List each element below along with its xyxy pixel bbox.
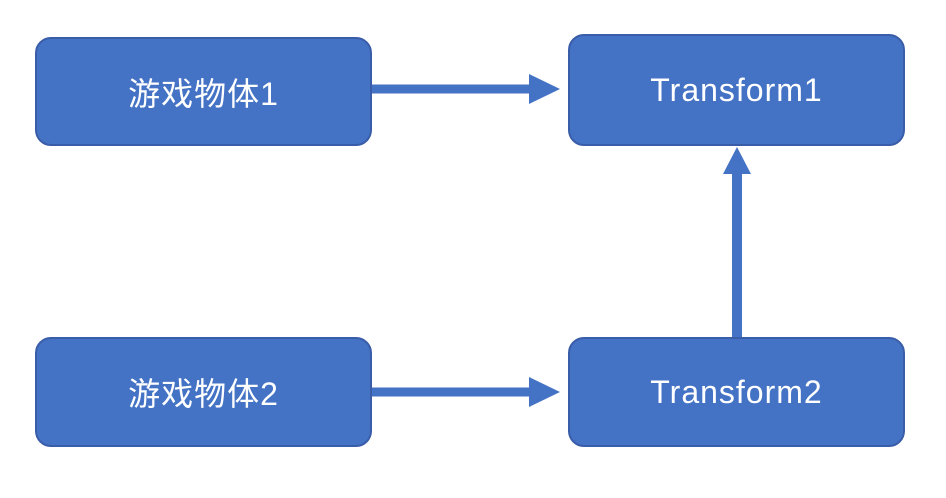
arrow-game-object-1-to-transform-1 [372,74,560,104]
node-transform-1-label: Transform1 [650,71,823,108]
node-game-object-1: 游戏物体1 [35,37,372,146]
node-game-object-2: 游戏物体2 [35,337,372,447]
node-transform-1: Transform1 [568,34,905,146]
node-game-object-1-label: 游戏物体1 [128,75,279,112]
node-transform-2: Transform2 [568,337,905,447]
node-game-object-2-label: 游戏物体2 [128,376,279,412]
arrow-transform-2-to-transform-1 [723,147,751,341]
arrow-game-object-2-to-transform-2 [372,377,560,407]
node-transform-2-label: Transform2 [650,373,823,410]
